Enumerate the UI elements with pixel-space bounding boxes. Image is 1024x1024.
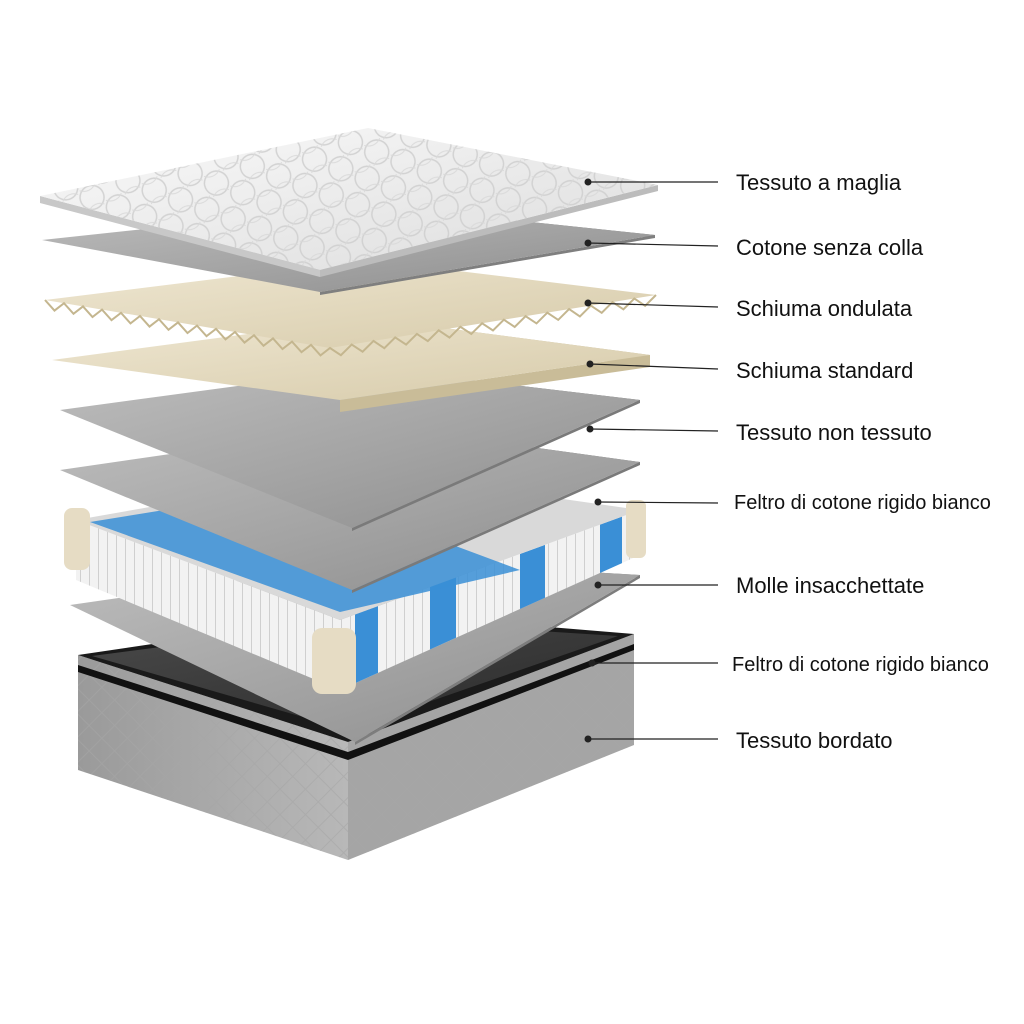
layer-feltro-superiore-edge-front [352,462,640,593]
springs-blue-band-3 [600,516,622,573]
label-schiuma-standard: Schiuma standard [736,358,914,383]
springs-blue-band-2 [520,544,545,609]
knit-quilt-pattern [40,128,658,270]
layer-schiuma-ondulata [44,260,657,357]
leader-line-5 [597,501,719,504]
label-tessuto-a-maglia: Tessuto a maglia [736,170,902,195]
label-feltro-cotone-rigido-2: Feltro di cotone rigido bianco [732,654,989,676]
springs-blue-band-0 [355,606,378,684]
springs-right-face [340,510,640,690]
layer-tessuto-non-tessuto-edge-front [352,400,640,531]
label-cotone-senza-colla: Cotone senza colla [736,235,924,260]
layer-feltro-inferiore-edge-front [355,575,640,745]
layer-tessuto-non-tessuto-surface [60,368,640,528]
label-molle-insacchettate: Molle insacchettate [736,573,925,598]
layer-schiuma-standard-edge-front [340,355,650,412]
layer-schiuma-standard-surface [52,318,650,400]
springs-corner-front [312,628,356,694]
base-black-band [78,644,634,760]
leader-line-1 [587,242,719,247]
springs-corner-left [64,508,90,570]
springs-front-face [76,520,340,690]
label-feltro-cotone-rigido-1: Feltro di cotone rigido bianco [734,492,991,514]
knit-edge-right [320,185,658,277]
leader-line-3 [589,363,719,370]
springs-blue-band-1 [430,577,456,650]
leader-line-4 [589,428,719,432]
knit-edge-front [40,196,320,277]
layer-cotone-senza-colla-edge-front [320,235,655,295]
label-tessuto-non-tessuto: Tessuto non tessuto [736,420,932,445]
base-front-left-quilt [78,655,348,860]
label-schiuma-ondulata: Schiuma ondulata [736,296,913,321]
base-front-right-quilt [348,634,634,860]
leader-line-2 [587,302,719,308]
springs-corner-right [626,500,646,558]
label-tessuto-bordato: Tessuto bordato [736,728,893,753]
foam-wave-edge [44,294,657,357]
layer-schiuma-ondulata-surface [45,260,656,348]
layer-tessuto-a-maglia [40,128,658,277]
